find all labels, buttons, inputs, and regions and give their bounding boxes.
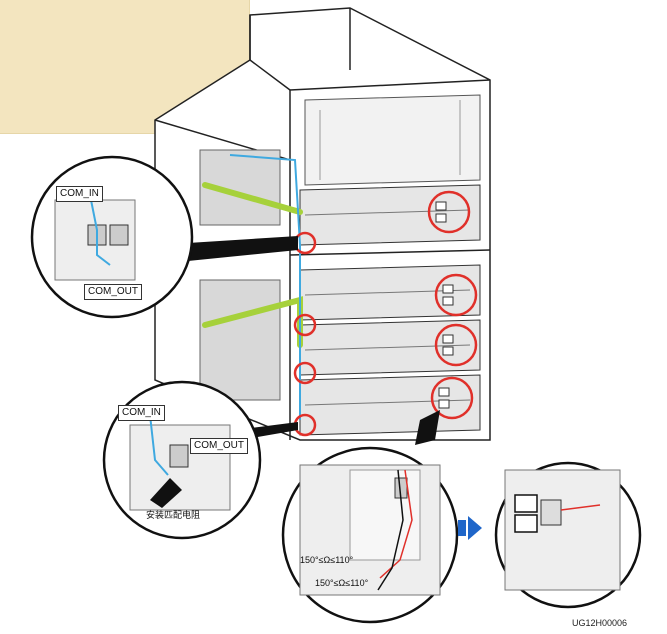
side-rails xyxy=(199,149,281,401)
com-out-label-top: COM_OUT xyxy=(84,284,142,300)
callout-bottom-right xyxy=(494,461,642,609)
resistance-label-2: 150°≤Ω≤110° xyxy=(315,578,369,588)
com-in-label-bottom: COM_IN xyxy=(118,405,165,421)
right-arrow-icon xyxy=(458,516,482,540)
battery-module-4 xyxy=(299,374,481,436)
callout-bottom-left xyxy=(102,380,262,540)
figure-code: UG12H00006 xyxy=(572,618,628,628)
resistance-label-1: 150°≤Ω≤110° xyxy=(300,555,354,565)
battery-module-3 xyxy=(299,319,481,376)
callout-bottom-middle xyxy=(281,446,459,624)
top-rack-opening xyxy=(304,94,481,186)
com-out-label-bottom: COM_OUT xyxy=(190,438,248,454)
battery-module-1 xyxy=(299,184,481,246)
terminal-rings xyxy=(427,190,478,420)
com-in-label-top: COM_IN xyxy=(56,186,103,202)
terminal-resistor-label: 安装匹配电阻 xyxy=(146,510,201,520)
